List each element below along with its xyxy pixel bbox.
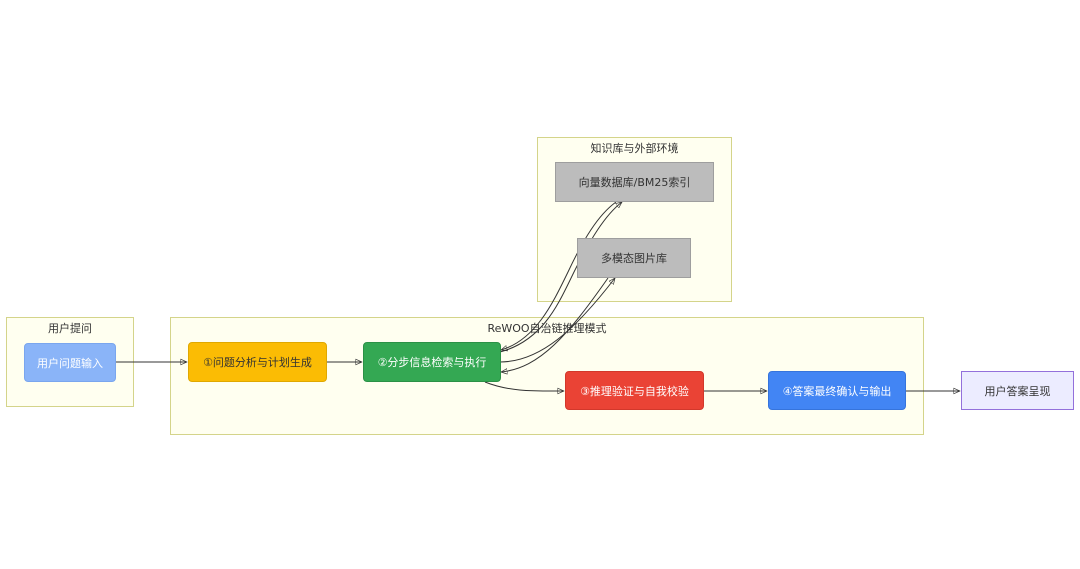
node-step1-label: ①问题分析与计划生成 [203,356,312,369]
node-step2[interactable]: ②分步信息检索与执行 [363,342,501,382]
group-user-question-title: 用户提问 [48,322,92,335]
node-user-input[interactable]: 用户问题输入 [24,343,116,382]
node-step3-label: ③推理验证与自我校验 [580,384,689,398]
node-image-db-label: 多模态图片库 [601,252,667,265]
group-rewoo-title: ReWOO自治链推理模式 [487,322,607,335]
group-knowledge-title: 知识库与外部环境 [590,142,679,155]
node-step3[interactable]: ③推理验证与自我校验 [565,371,704,410]
node-step1[interactable]: ①问题分析与计划生成 [188,342,327,382]
node-answer[interactable]: 用户答案呈现 [961,371,1074,410]
node-vector-db[interactable]: 向量数据库/BM25索引 [555,162,714,202]
node-image-db[interactable]: 多模态图片库 [577,238,691,278]
node-user-input-label: 用户问题输入 [37,356,103,370]
node-step4[interactable]: ④答案最终确认与输出 [768,371,906,410]
node-answer-label: 用户答案呈现 [984,384,1051,398]
node-step2-label: ②分步信息检索与执行 [377,356,487,369]
node-step4-label: ④答案最终确认与输出 [782,384,892,398]
node-vector-db-label: 向量数据库/BM25索引 [578,176,691,189]
